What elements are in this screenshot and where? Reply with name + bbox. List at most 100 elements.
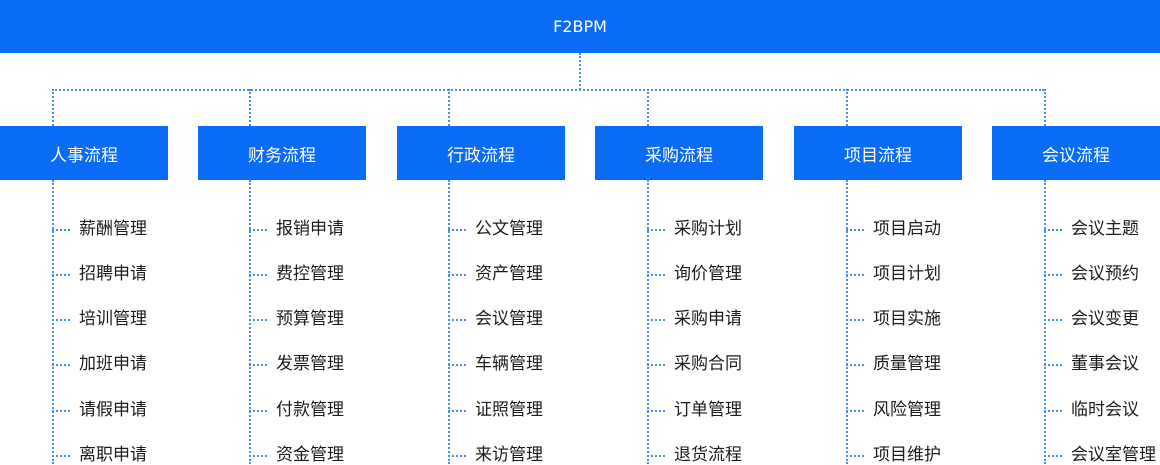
- item-branch-line: [647, 364, 665, 366]
- category-connector-line: [846, 89, 848, 126]
- category-node-label: 会议流程: [1042, 145, 1110, 166]
- item-trunk-line: [647, 180, 649, 464]
- category-node: 采购流程: [595, 126, 763, 180]
- category-connector-line: [647, 89, 649, 126]
- item-label: 项目启动: [873, 219, 941, 239]
- category-connector-line: [52, 89, 54, 126]
- item-label: 预算管理: [276, 309, 344, 329]
- item-label: 会议变更: [1071, 309, 1139, 329]
- item-branch-line: [448, 410, 466, 412]
- item-branch-line: [647, 274, 665, 276]
- item-label: 质量管理: [873, 354, 941, 374]
- item-label: 来访管理: [475, 445, 543, 465]
- category-node: 行政流程: [397, 126, 565, 180]
- item-branch-line: [1044, 229, 1062, 231]
- item-branch-line: [448, 455, 466, 457]
- item-label: 询价管理: [674, 264, 742, 284]
- item-branch-line: [1044, 455, 1062, 457]
- category-node: 财务流程: [198, 126, 366, 180]
- item-label: 离职申请: [79, 445, 147, 465]
- item-branch-line: [52, 274, 70, 276]
- item-label: 订单管理: [674, 400, 742, 420]
- item-label: 证照管理: [475, 400, 543, 420]
- item-branch-line: [52, 455, 70, 457]
- item-trunk-line: [1044, 180, 1046, 464]
- bus-connector-line: [52, 89, 1044, 91]
- item-label: 车辆管理: [475, 354, 543, 374]
- item-branch-line: [647, 410, 665, 412]
- item-branch-line: [846, 410, 864, 412]
- item-branch-line: [249, 455, 267, 457]
- item-label: 退货流程: [674, 445, 742, 465]
- item-label: 公文管理: [475, 219, 543, 239]
- item-label: 加班申请: [79, 354, 147, 374]
- item-branch-line: [249, 229, 267, 231]
- item-branch-line: [1044, 364, 1062, 366]
- item-label: 报销申请: [276, 219, 344, 239]
- item-branch-line: [1044, 319, 1062, 321]
- category-node-label: 采购流程: [645, 145, 713, 166]
- item-branch-line: [647, 319, 665, 321]
- item-trunk-line: [52, 180, 54, 464]
- item-branch-line: [52, 229, 70, 231]
- category-node-label: 人事流程: [50, 145, 118, 166]
- item-label: 招聘申请: [79, 264, 147, 284]
- category-node: 人事流程: [0, 126, 168, 180]
- item-label: 项目维护: [873, 445, 941, 465]
- category-node-label: 项目流程: [844, 145, 912, 166]
- item-branch-line: [52, 364, 70, 366]
- category-node: 项目流程: [794, 126, 962, 180]
- item-branch-line: [846, 319, 864, 321]
- root-connector-line: [579, 53, 581, 90]
- item-label: 会议室管理: [1071, 445, 1156, 465]
- category-node-label: 行政流程: [447, 145, 515, 166]
- category-node: 会议流程: [992, 126, 1160, 180]
- item-branch-line: [249, 364, 267, 366]
- item-branch-line: [249, 319, 267, 321]
- item-branch-line: [846, 364, 864, 366]
- item-label: 采购计划: [674, 219, 742, 239]
- root-node-label: F2BPM: [553, 17, 607, 36]
- item-label: 会议主题: [1071, 219, 1139, 239]
- item-branch-line: [647, 455, 665, 457]
- item-branch-line: [1044, 410, 1062, 412]
- item-branch-line: [448, 274, 466, 276]
- item-branch-line: [52, 319, 70, 321]
- item-label: 费控管理: [276, 264, 344, 284]
- item-label: 会议预约: [1071, 264, 1139, 284]
- category-node-label: 财务流程: [248, 145, 316, 166]
- item-branch-line: [448, 319, 466, 321]
- item-label: 采购申请: [674, 309, 742, 329]
- item-label: 项目实施: [873, 309, 941, 329]
- item-label: 临时会议: [1071, 400, 1139, 420]
- item-label: 董事会议: [1071, 354, 1139, 374]
- item-label: 资金管理: [276, 445, 344, 465]
- item-branch-line: [647, 229, 665, 231]
- category-connector-line: [1044, 89, 1046, 126]
- root-node: F2BPM: [0, 0, 1160, 53]
- item-label: 采购合同: [674, 354, 742, 374]
- item-branch-line: [249, 274, 267, 276]
- item-label: 请假申请: [79, 400, 147, 420]
- item-branch-line: [1044, 274, 1062, 276]
- item-trunk-line: [249, 180, 251, 464]
- item-branch-line: [448, 364, 466, 366]
- item-label: 薪酬管理: [79, 219, 147, 239]
- item-label: 付款管理: [276, 400, 344, 420]
- item-branch-line: [52, 410, 70, 412]
- item-label: 会议管理: [475, 309, 543, 329]
- item-branch-line: [448, 229, 466, 231]
- item-branch-line: [249, 410, 267, 412]
- item-trunk-line: [448, 180, 450, 464]
- item-trunk-line: [846, 180, 848, 464]
- item-branch-line: [846, 455, 864, 457]
- item-label: 风险管理: [873, 400, 941, 420]
- item-branch-line: [846, 229, 864, 231]
- category-connector-line: [448, 89, 450, 126]
- item-label: 项目计划: [873, 264, 941, 284]
- item-branch-line: [846, 274, 864, 276]
- category-connector-line: [249, 89, 251, 126]
- item-label: 培训管理: [79, 309, 147, 329]
- item-label: 资产管理: [475, 264, 543, 284]
- item-label: 发票管理: [276, 354, 344, 374]
